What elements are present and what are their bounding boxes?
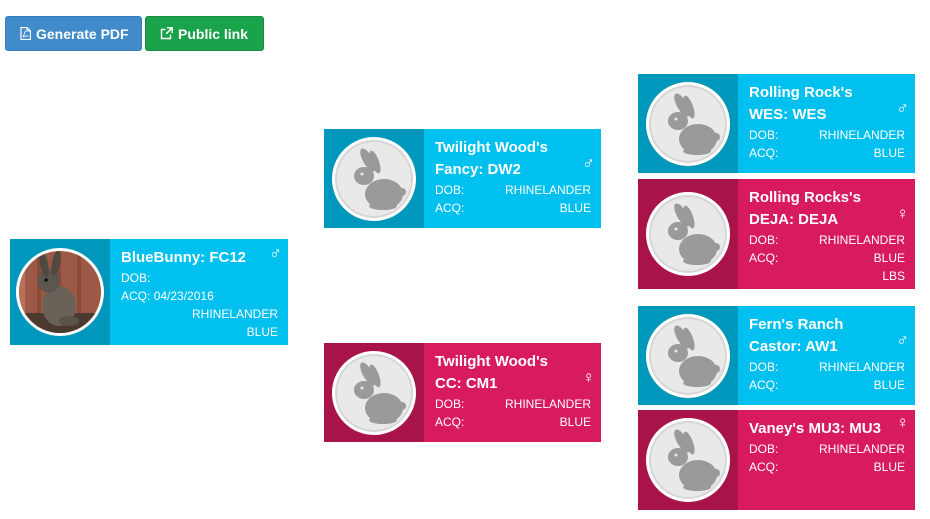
rabbit-info: BlueBunny: FC12 ♂ DOB: ACQ: 04/23/2016 R… bbox=[110, 239, 288, 345]
acq-label: ACQ: bbox=[749, 378, 779, 392]
female-symbol-icon: ♀ bbox=[896, 413, 909, 432]
dam-dam-card[interactable]: Vaney's MU3: MU3 ♀ DOB: RHINELANDER ACQ: B… bbox=[638, 410, 915, 510]
weight-unit: LBS bbox=[882, 269, 905, 283]
public-link-label: Public link bbox=[178, 25, 249, 42]
photo-column bbox=[638, 410, 738, 510]
male-symbol-icon: ♂ bbox=[896, 331, 909, 350]
dam-card[interactable]: Twilight Wood's CC: CM1 ♀ DOB: RHINELANDE… bbox=[324, 343, 601, 442]
dob-label: DOB: bbox=[749, 233, 779, 247]
rabbit-info: Rolling Rocks's DEJA: DEJA ♀ DOB: RHINELA… bbox=[738, 179, 915, 289]
rabbit-info: Twilight Wood's CC: CM1 ♀ DOB: RHINELANDE… bbox=[424, 343, 601, 442]
dam-sire-card[interactable]: Fern's Ranch Castor: AW1 ♂ DOB: RHINELAND… bbox=[638, 306, 915, 405]
dob-label: DOB: bbox=[121, 271, 151, 285]
rabbit-name: Vaney's MU3: MU3 bbox=[749, 420, 881, 437]
rabbit-name: Rolling Rocks's DEJA: DEJA bbox=[749, 189, 861, 228]
rabbit-placeholder-icon bbox=[332, 350, 416, 435]
female-symbol-icon: ♀ bbox=[896, 204, 909, 223]
dob-label: DOB: bbox=[749, 128, 779, 142]
generate-pdf-button[interactable]: Generate PDF bbox=[5, 16, 142, 51]
acq-label: ACQ: bbox=[435, 201, 465, 215]
rabbit-placeholder-icon bbox=[646, 418, 730, 502]
acq-label: ACQ: bbox=[749, 460, 779, 474]
sire-dam-card[interactable]: Rolling Rocks's DEJA: DEJA ♀ DOB: RHINELA… bbox=[638, 179, 915, 289]
rabbit-photo bbox=[16, 248, 104, 336]
color-value: BLUE bbox=[559, 415, 591, 429]
breed-value: RHINELANDER bbox=[818, 360, 905, 374]
breed-value: RHINELANDER bbox=[818, 442, 905, 456]
acq-value: 04/23/2016 bbox=[153, 289, 214, 303]
breed-value: RHINELANDER bbox=[818, 233, 905, 247]
photo-column bbox=[638, 74, 738, 173]
dob-label: DOB: bbox=[435, 397, 465, 411]
female-symbol-icon: ♀ bbox=[582, 368, 595, 387]
photo-column bbox=[638, 179, 738, 289]
rabbit-name: BlueBunny: FC12 bbox=[121, 249, 247, 266]
rabbit-info: Twilight Wood's Fancy: DW2 ♂ DOB: RHINELA… bbox=[424, 129, 601, 228]
rabbit-info: Rolling Rock's WES: WES ♂ DOB: RHINELANDE… bbox=[738, 74, 915, 173]
rabbit-info: Vaney's MU3: MU3 ♀ DOB: RHINELANDER ACQ: B… bbox=[738, 410, 915, 510]
subject-rabbit-card[interactable]: BlueBunny: FC12 ♂ DOB: ACQ: 04/23/2016 R… bbox=[10, 239, 288, 345]
color-value: BLUE bbox=[873, 251, 905, 265]
rabbit-placeholder-icon bbox=[646, 81, 730, 166]
sire-sire-card[interactable]: Rolling Rock's WES: WES ♂ DOB: RHINELANDE… bbox=[638, 74, 915, 173]
breed-value: RHINELANDER bbox=[504, 397, 591, 411]
sire-card[interactable]: Twilight Wood's Fancy: DW2 ♂ DOB: RHINELA… bbox=[324, 129, 601, 228]
acq-label: ACQ: bbox=[121, 289, 151, 303]
rabbit-name: Fern's Ranch Castor: AW1 bbox=[749, 316, 844, 355]
acq-label: ACQ: bbox=[435, 415, 465, 429]
breed-value: RHINELANDER bbox=[504, 183, 591, 197]
generate-pdf-label: Generate PDF bbox=[36, 25, 129, 42]
color-value: BLUE bbox=[873, 460, 905, 474]
color-value: BLUE bbox=[873, 146, 905, 160]
rabbit-placeholder-icon bbox=[646, 313, 730, 398]
photo-column bbox=[638, 306, 738, 405]
color-value: BLUE bbox=[246, 325, 278, 339]
photo-column bbox=[324, 343, 424, 442]
dob-label: DOB: bbox=[749, 442, 779, 456]
breed-value: RHINELANDER bbox=[818, 128, 905, 142]
male-symbol-icon: ♂ bbox=[269, 244, 282, 263]
pdf-file-icon bbox=[20, 27, 31, 40]
male-symbol-icon: ♂ bbox=[896, 99, 909, 118]
breed-value: RHINELANDER bbox=[191, 307, 278, 321]
rabbit-name: Rolling Rock's WES: WES bbox=[749, 84, 853, 123]
rabbit-info: Fern's Ranch Castor: AW1 ♂ DOB: RHINELAND… bbox=[738, 306, 915, 405]
color-value: BLUE bbox=[559, 201, 591, 215]
dob-label: DOB: bbox=[749, 360, 779, 374]
rabbit-placeholder-icon bbox=[646, 192, 730, 276]
external-link-icon bbox=[160, 27, 173, 40]
photo-column bbox=[324, 129, 424, 228]
rabbit-name: Twilight Wood's CC: CM1 bbox=[435, 353, 548, 392]
dob-label: DOB: bbox=[435, 183, 465, 197]
color-value: BLUE bbox=[873, 378, 905, 392]
rabbit-name: Twilight Wood's Fancy: DW2 bbox=[435, 139, 548, 178]
acq-label: ACQ: bbox=[749, 251, 779, 265]
male-symbol-icon: ♂ bbox=[582, 154, 595, 173]
photo-column bbox=[10, 239, 110, 345]
acq-label: ACQ: bbox=[749, 146, 779, 160]
public-link-button[interactable]: Public link bbox=[145, 16, 264, 51]
rabbit-placeholder-icon bbox=[332, 136, 416, 221]
